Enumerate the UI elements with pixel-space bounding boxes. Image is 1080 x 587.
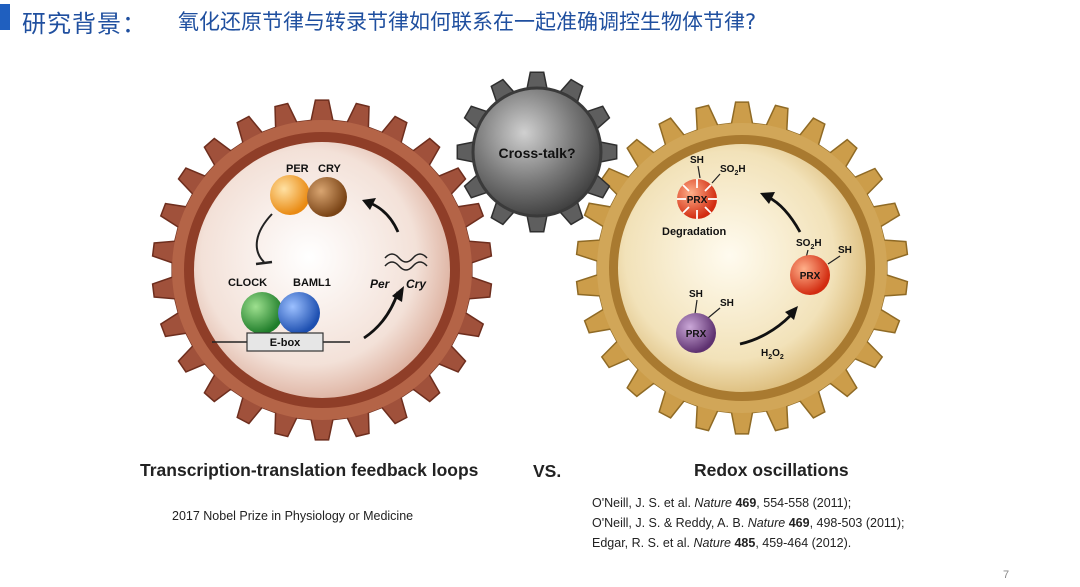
reference-item: Edgar, R. S. et al. Nature 485, 459-464 … bbox=[592, 536, 852, 550]
ebox-box bbox=[246, 332, 324, 352]
oxidation-arrow-bottom bbox=[739, 315, 791, 346]
reference-item: O'Neill, J. S. et al. Nature 469, 554-55… bbox=[592, 496, 852, 510]
ttfl-caption: Transcription-translation feedback loops bbox=[140, 460, 479, 480]
repression-bar bbox=[255, 260, 273, 266]
bmal1-protein bbox=[278, 292, 320, 334]
right-gear bbox=[575, 101, 909, 435]
degrading-prx: PRX bbox=[677, 179, 717, 219]
nobel-note: 2017 Nobel Prize in Physiology or Medici… bbox=[172, 509, 414, 523]
page-number: 7 bbox=[1003, 569, 1010, 581]
clock-label: CLOCK bbox=[228, 277, 267, 289]
ebox-label: E-box bbox=[270, 337, 301, 349]
sh-bottom-bond-2 bbox=[707, 307, 721, 319]
title-bar: 研究背景： 氧化还原节律与转录节律如何联系在一起准确调控生物体节律? bbox=[0, 0, 1080, 40]
center-gear-ring bbox=[471, 86, 603, 218]
title-accent-bar bbox=[0, 4, 10, 30]
ttfl-diagram: PER CRY CLOCK BAML1 E-box Per Cry bbox=[212, 163, 428, 352]
degradation-label: Degradation bbox=[662, 226, 726, 238]
redox-caption: Redox oscillations bbox=[694, 460, 849, 480]
sh-top-label: SH bbox=[690, 155, 704, 166]
sh-bottom-label-2: SH bbox=[720, 298, 734, 309]
baml1-label: BAML1 bbox=[293, 277, 331, 289]
prx-bottom-label: PRX bbox=[686, 329, 707, 340]
sh-bottom-bond-1 bbox=[694, 299, 698, 315]
references: O'Neill, J. S. et al. Nature 469, 554-55… bbox=[592, 493, 905, 553]
center-gear: Cross-talk? bbox=[456, 71, 618, 233]
h2o2-label: H2O2 bbox=[761, 348, 784, 361]
sh-right-label: SH bbox=[838, 245, 852, 256]
sh-top-bond bbox=[697, 165, 701, 179]
cry-protein bbox=[307, 177, 347, 217]
mrna-wave-2 bbox=[384, 261, 428, 271]
redox-diagram: SH SO2H PRX Degradation SO2H SH PRX SH S… bbox=[662, 155, 852, 361]
section-label: 研究背景： bbox=[22, 10, 147, 38]
mrna-wave-1 bbox=[384, 253, 428, 263]
cry-gene-label: Cry bbox=[406, 277, 427, 291]
translation-arrow bbox=[369, 201, 400, 233]
cross-talk-label: Cross-talk? bbox=[498, 145, 575, 161]
translation-arrowhead bbox=[362, 198, 376, 210]
right-gear-face bbox=[618, 144, 866, 392]
page-title: 氧化还原节律与转录节律如何联系在一起准确调控生物体节律? bbox=[178, 10, 757, 34]
vs-caption: VS. bbox=[533, 461, 562, 481]
per-protein bbox=[270, 175, 310, 215]
transcription-arrowhead bbox=[392, 286, 404, 302]
cry-label: CRY bbox=[318, 163, 341, 175]
repression-line bbox=[255, 213, 273, 263]
reference-item: O'Neill, J. S. & Reddy, A. B. Nature 469… bbox=[592, 516, 905, 530]
per-label: PER bbox=[286, 163, 309, 175]
clock-protein bbox=[241, 292, 283, 334]
prx-top-label: PRX bbox=[687, 195, 708, 206]
oxidation-arrowhead-top bbox=[760, 192, 775, 204]
center-gear-face bbox=[473, 88, 601, 216]
prx-bottom-protein bbox=[676, 313, 716, 353]
per-gene-label: Per bbox=[370, 277, 391, 291]
so2h-top-bond bbox=[711, 173, 721, 184]
so2h-top-label: SO2H bbox=[720, 164, 746, 177]
so2h-right-label: SO2H bbox=[796, 238, 822, 251]
sh-right-bond bbox=[827, 255, 841, 265]
prx-right-protein bbox=[790, 255, 830, 295]
prx-right-label: PRX bbox=[800, 271, 821, 282]
sh-bottom-label-1: SH bbox=[689, 289, 703, 300]
degradation-cracks bbox=[677, 179, 717, 219]
oxidation-arrowhead-bottom bbox=[785, 306, 798, 320]
left-gear bbox=[151, 99, 493, 441]
